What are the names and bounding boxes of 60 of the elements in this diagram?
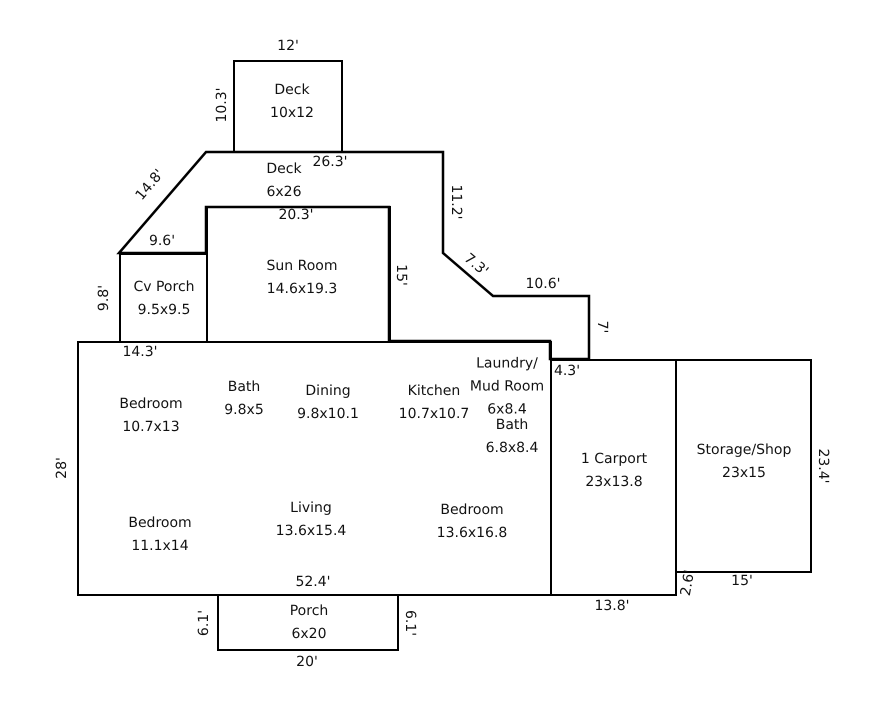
room-name: Deck	[274, 81, 310, 100]
dimension-label: 20'	[296, 654, 318, 670]
dimension-label: 6.1'	[402, 610, 418, 636]
room-name: Laundry/ Mud Room	[468, 354, 546, 396]
dimension-label: 7'	[594, 320, 610, 334]
dimension-label: 10.6'	[525, 276, 561, 292]
room-name: Deck	[266, 160, 302, 179]
dimension-label: 7.3'	[460, 250, 492, 280]
room-dimensions: 23x13.8	[585, 473, 643, 492]
room-dimensions: 13.6x15.4	[276, 522, 346, 541]
dimension-label: 11.2'	[448, 184, 464, 220]
dimension-label: 26.3'	[312, 154, 348, 170]
room-name: Bath	[496, 416, 528, 435]
dimension-label: 15'	[731, 573, 753, 589]
deck-area	[233, 60, 343, 153]
room-name: Kitchen	[408, 382, 460, 401]
room-dimensions: 9.5x9.5	[138, 301, 190, 320]
dimension-label: 13.8'	[594, 598, 630, 614]
porch-area	[217, 594, 399, 651]
dimension-label: 23.4'	[815, 448, 831, 484]
room-name: Bedroom	[440, 501, 504, 520]
room-dimensions: 6x8.4	[487, 400, 527, 418]
carport-area	[550, 359, 677, 596]
room-dimensions: 9.8x10.1	[297, 405, 359, 424]
room-name: Bath	[228, 378, 260, 397]
dimension-label: 15'	[393, 264, 409, 286]
room-dimensions: 6x20	[291, 625, 326, 644]
dimension-label: 4.3'	[554, 363, 580, 379]
dimension-label: 14.3'	[122, 344, 158, 360]
room-name: Porch	[290, 602, 328, 621]
room-dimensions: 9.8x5	[224, 401, 264, 420]
room-name: Bedroom	[119, 395, 183, 414]
dimension-label: 20.3'	[278, 207, 314, 223]
room-area	[206, 206, 391, 343]
room-dimensions: 6.8x8.4	[486, 439, 538, 458]
room-name: Cv Porch	[133, 278, 195, 297]
dimension-label: 9.6'	[148, 233, 176, 249]
dimension-label: 6.1'	[196, 610, 212, 636]
room-name: Living	[290, 499, 332, 518]
room-dimensions: 10x12	[270, 104, 314, 123]
porch-area	[119, 253, 208, 343]
room-dimensions: 23x15	[722, 464, 766, 483]
dimension-label: 52.4'	[295, 574, 331, 590]
room-name: Bedroom	[128, 514, 192, 533]
dimension-label: 12'	[277, 38, 299, 54]
house-outline	[77, 341, 552, 596]
room-name: Storage/Shop	[696, 441, 792, 460]
room-dimensions: 10.7x10.7	[398, 405, 470, 424]
room-dimensions: 10.7x13	[122, 418, 180, 437]
room-dimensions: 11.1x14	[131, 537, 189, 556]
room-dimensions: 13.6x16.8	[436, 524, 508, 543]
room-name: 1 Carport	[580, 450, 648, 469]
dimension-label: 10.3'	[214, 87, 230, 123]
dimension-label: 9.8'	[96, 284, 112, 312]
dimension-label: 28'	[54, 457, 70, 479]
dimension-label: 2.6'	[678, 568, 698, 598]
room-dimensions: 14.6x19.3	[266, 280, 338, 299]
room-name: Dining	[305, 382, 351, 401]
room-dimensions: 6x26	[266, 183, 302, 202]
room-name: Sun Room	[266, 257, 338, 276]
